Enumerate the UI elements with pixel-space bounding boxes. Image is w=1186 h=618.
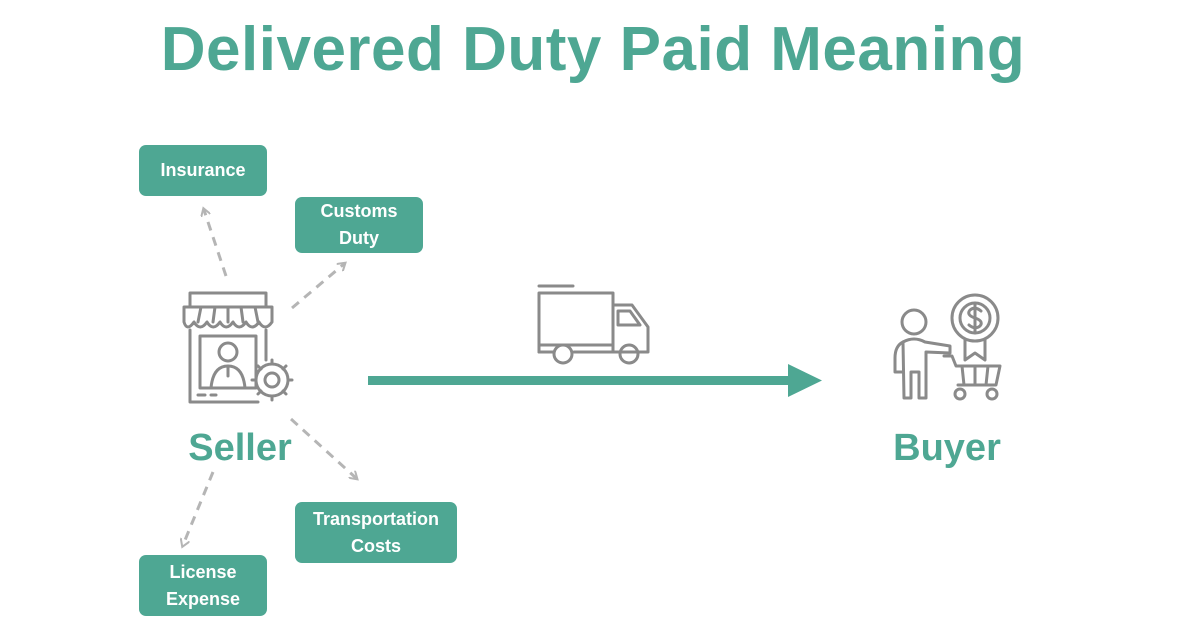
arrow-to-license-expense xyxy=(183,471,215,545)
transportation-costs-box: Transportation Costs xyxy=(295,502,457,563)
seller-label: Seller xyxy=(188,427,292,469)
page-title: Delivered Duty Paid Meaning xyxy=(160,15,1026,84)
insurance-box: Insurance xyxy=(139,145,267,196)
customs-duty-box: Customs Duty xyxy=(295,197,423,253)
arrow-to-customs-duty xyxy=(291,264,344,310)
license-expense-box: License Expense xyxy=(139,555,267,616)
buyer-label: Buyer xyxy=(893,427,1001,469)
arrow-to-insurance xyxy=(204,210,228,277)
main-arrow-shaft xyxy=(368,376,792,385)
main-arrow-head xyxy=(788,364,822,397)
